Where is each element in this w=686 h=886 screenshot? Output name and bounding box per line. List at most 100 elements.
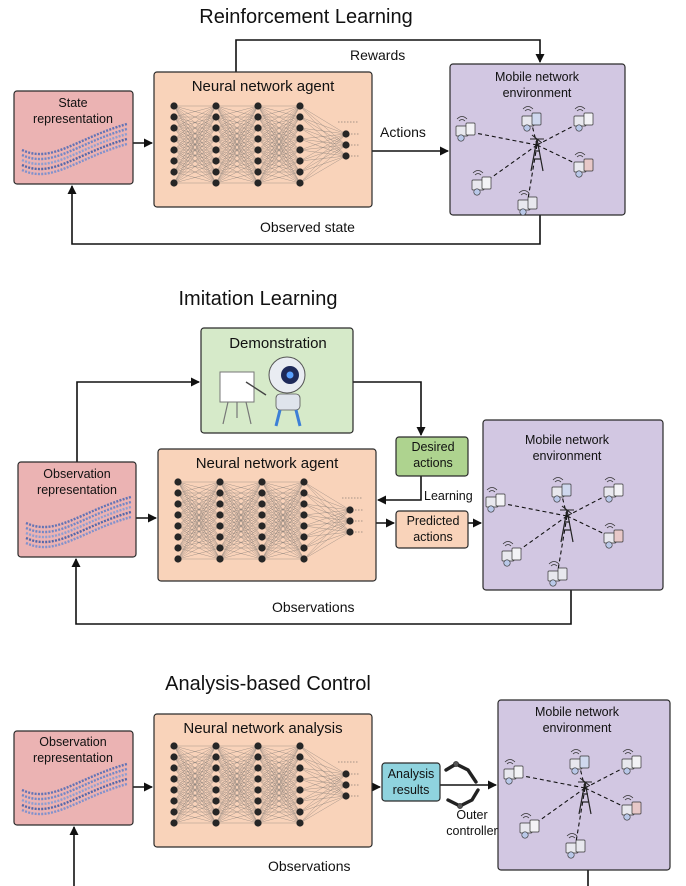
neuron: [174, 511, 182, 519]
neuron: [258, 500, 266, 508]
neuron: [254, 797, 262, 805]
binary-data-stream: [21, 137, 128, 171]
rl-actions-label: Actions: [380, 124, 426, 140]
neuron: [254, 113, 262, 121]
neural-network-link: [173, 745, 217, 780]
neuron: [254, 157, 262, 165]
neuron: [170, 168, 178, 176]
neural-network-link: [299, 756, 347, 775]
neural-network-link: [299, 767, 347, 775]
wifi-signal-icon: [522, 106, 534, 112]
neuron: [212, 179, 220, 187]
neural-network-link: [303, 509, 351, 527]
neural-network-link: [173, 105, 217, 184]
neuron: [170, 786, 178, 794]
user-icon: [575, 170, 583, 178]
network-link: [512, 773, 586, 789]
neural-network-link: [215, 105, 259, 162]
neural-network-link: [177, 481, 221, 494]
il-agent-label: Neural network agent: [195, 455, 339, 472]
neuron: [296, 753, 304, 761]
user-icon: [575, 124, 583, 132]
neural-network-link: [219, 536, 263, 560]
neural-network-link: [303, 509, 351, 538]
neural-network-link: [215, 811, 259, 824]
network-link: [494, 501, 568, 517]
neuron: [254, 135, 262, 143]
neuron: [174, 489, 182, 497]
neural-network-link: [219, 547, 263, 560]
neuron: [254, 753, 262, 761]
neural-network-link: [177, 481, 221, 505]
wifi-signal-icon: [456, 116, 468, 122]
antenna-icon: [560, 505, 574, 515]
neuron: [216, 500, 224, 508]
neuron: [212, 168, 220, 176]
rl-observed-state-arrow: [67, 185, 541, 245]
neural-network-link: [257, 138, 301, 184]
il-neural-network-icon: [174, 478, 364, 563]
rl-neural-network-icon: [170, 102, 360, 187]
neuron: [254, 179, 262, 187]
neuron: [212, 742, 220, 750]
user-icon: [503, 559, 511, 567]
neural-network-link: [173, 745, 217, 791]
binary-data-stream: [21, 772, 128, 806]
neuron: [212, 775, 220, 783]
neural-network-link: [261, 481, 305, 516]
neural-network-link: [257, 745, 301, 791]
neuron: [296, 146, 304, 154]
ac-state-box: [13, 730, 134, 826]
user-icon: [623, 813, 631, 821]
neuron: [170, 753, 178, 761]
binary-data-stream: [21, 777, 128, 811]
neuron: [170, 742, 178, 750]
neural-network-link: [303, 492, 351, 511]
neuron: [212, 753, 220, 761]
wifi-signal-icon: [504, 759, 516, 765]
neural-network-link: [261, 481, 305, 549]
neural-network-link: [215, 745, 259, 813]
binary-data-stream: [21, 142, 128, 176]
neuron: [296, 808, 304, 816]
neural-network-link: [219, 481, 263, 505]
neural-network-link: [299, 133, 347, 140]
neuron: [300, 544, 308, 552]
neuron: [170, 819, 178, 827]
il-obs-to-demo-arrow: [76, 377, 200, 462]
neural-network-link: [257, 811, 301, 824]
neural-network-link: [257, 105, 301, 118]
wifi-signal-icon: [566, 833, 578, 839]
neural-network-links: [173, 745, 347, 824]
neural-network-link: [299, 133, 347, 162]
neural-network-link: [261, 481, 305, 560]
neural-network-link: [177, 525, 221, 560]
ac-state-label: Observation representation: [33, 735, 113, 765]
il-binary-data-wave-icon: [25, 495, 132, 549]
neural-network-link: [261, 514, 305, 560]
wifi-signal-icon: [518, 190, 530, 196]
output-neuron: [342, 141, 350, 149]
neural-network-link: [219, 481, 263, 494]
neuron: [170, 764, 178, 772]
il-env-label: Mobile network environment: [524, 433, 610, 463]
neural-network-link: [257, 745, 301, 802]
neuron: [216, 533, 224, 541]
neural-network-link: [177, 481, 221, 560]
neuron: [296, 157, 304, 165]
user-icon: [521, 831, 529, 839]
neural-network-link: [215, 745, 259, 758]
neuron: [254, 124, 262, 132]
neuron: [170, 179, 178, 187]
neuron: [216, 511, 224, 519]
easel-legs: [222, 401, 252, 425]
neural-network-link: [215, 767, 259, 824]
neural-network-link: [173, 171, 217, 184]
wifi-signal-icon: [502, 541, 514, 547]
neural-network-link: [299, 784, 347, 824]
robotic-joint: [453, 761, 459, 767]
neuron: [258, 533, 266, 541]
binary-data-stream: [25, 500, 132, 534]
neural-network-link: [177, 492, 221, 560]
